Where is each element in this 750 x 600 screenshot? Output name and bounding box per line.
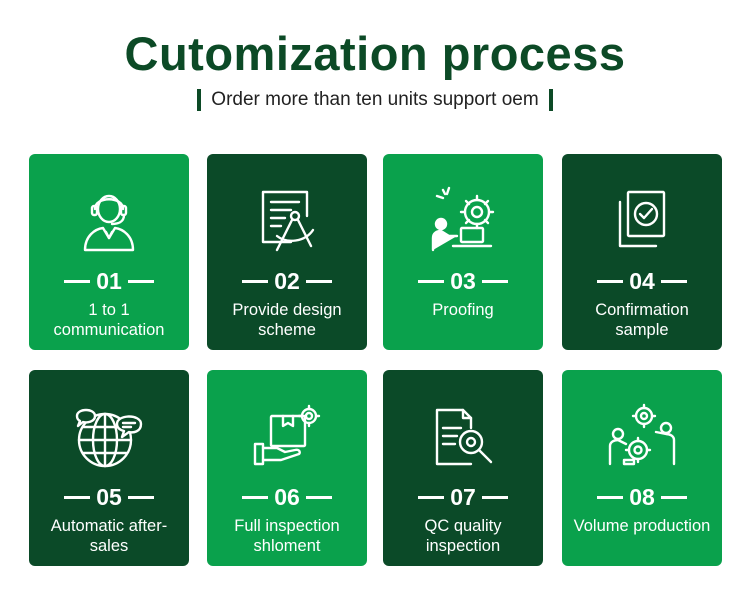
- step-number-row: 02: [207, 268, 367, 294]
- step-label: QC quality inspection: [424, 517, 502, 555]
- subtitle-right-bar: [548, 89, 553, 111]
- step-number-row: 05: [29, 484, 189, 510]
- design-document-compass-icon: [251, 186, 323, 254]
- number-dash-left: [242, 279, 269, 283]
- step-number: 02: [274, 268, 300, 294]
- document-magnifier-icon: [427, 402, 499, 470]
- step-card-06: 06 Full inspection shloment: [207, 370, 367, 566]
- number-dash-right: [481, 279, 508, 283]
- step-label: Proofing: [432, 301, 494, 319]
- person-laptop-gear-icon: [427, 186, 499, 254]
- step-card-01: 01 1 to 1 communication: [29, 154, 189, 350]
- step-number-row: 06: [207, 484, 367, 510]
- step-label: Volume production: [573, 517, 711, 535]
- number-dash-right: [127, 279, 154, 283]
- number-dash-left: [597, 495, 624, 499]
- step-card-03: 03 Proofing: [383, 154, 543, 350]
- hand-box-gear-icon: [251, 402, 323, 470]
- step-number: 03: [450, 268, 476, 294]
- number-dash-left: [242, 495, 269, 499]
- step-card-08: 08 Volume production: [562, 370, 722, 566]
- team-gears-icon: [606, 402, 678, 470]
- step-number: 06: [274, 484, 300, 510]
- number-dash-right: [305, 495, 332, 499]
- number-dash-left: [418, 279, 445, 283]
- step-number: 07: [450, 484, 476, 510]
- customer-service-headset-icon: [73, 186, 145, 254]
- step-label: Provide design scheme: [232, 301, 342, 339]
- number-dash-right: [660, 279, 687, 283]
- step-card-07: 07 QC quality inspection: [383, 370, 543, 566]
- subtitle-left-bar: [197, 89, 202, 111]
- number-dash-left: [597, 279, 624, 283]
- step-card-05: 05 Automatic after-sales: [29, 370, 189, 566]
- step-number-row: 04: [562, 268, 722, 294]
- step-card-02: 02 Provide design scheme: [207, 154, 367, 350]
- step-number-row: 01: [29, 268, 189, 294]
- page-title: Cutomization process: [124, 27, 626, 80]
- step-label: Automatic after-sales: [50, 517, 168, 555]
- page-subtitle: Order more than ten units support oem: [211, 89, 539, 110]
- number-dash-right: [660, 495, 687, 499]
- number-dash-left: [64, 495, 91, 499]
- number-dash-right: [127, 495, 154, 499]
- number-dash-right: [305, 279, 332, 283]
- step-number: 04: [629, 268, 655, 294]
- step-number-row: 08: [562, 484, 722, 510]
- step-number: 05: [96, 484, 122, 510]
- step-label: Confirmation sample: [595, 301, 689, 339]
- globe-chat-bubbles-icon: [73, 402, 145, 470]
- step-card-04: 04 Confirmation sample: [562, 154, 722, 350]
- step-number-row: 07: [383, 484, 543, 510]
- step-number: 01: [96, 268, 122, 294]
- step-label: 1 to 1 communication: [53, 301, 165, 339]
- step-number: 08: [629, 484, 655, 510]
- number-dash-right: [481, 495, 508, 499]
- step-number-row: 03: [383, 268, 543, 294]
- subtitle-row: Order more than ten units support oem: [0, 88, 750, 112]
- number-dash-left: [64, 279, 91, 283]
- checked-document-stack-icon: [606, 186, 678, 254]
- number-dash-left: [418, 495, 445, 499]
- step-label: Full inspection shloment: [234, 517, 340, 555]
